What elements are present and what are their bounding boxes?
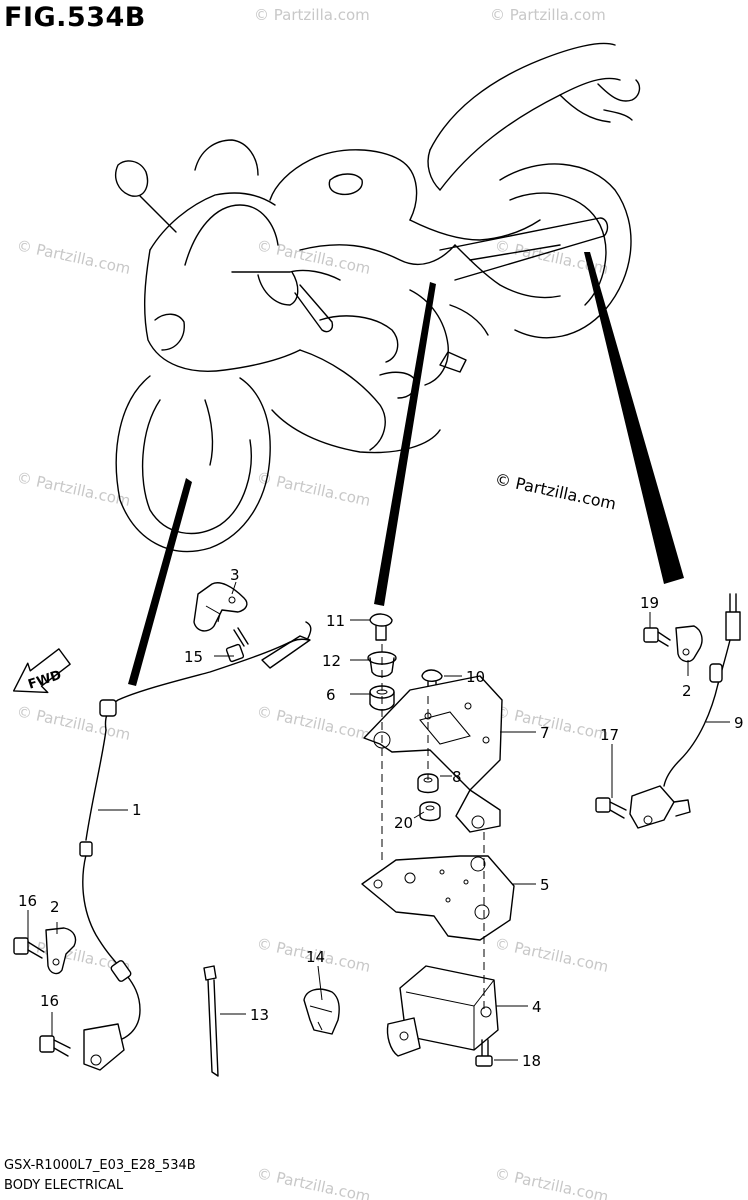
figure-title: FIG.534B <box>4 2 146 33</box>
callout-label: 12 <box>322 652 341 670</box>
callout-label: 15 <box>184 648 203 666</box>
part-11-screw <box>369 613 393 641</box>
part-3-clamp <box>193 582 248 632</box>
part-17-bolt <box>595 797 627 819</box>
callout-label: 13 <box>250 1006 269 1024</box>
callout-label: 5 <box>540 876 550 894</box>
part-15-bolt <box>225 627 249 663</box>
callout-label: 8 <box>452 768 462 786</box>
watermark-text: © Partzilla.com <box>493 1164 610 1200</box>
callout-label: 3 <box>230 566 240 584</box>
part-2-clamp-left <box>45 927 77 975</box>
part-16-bolt-lower <box>39 1035 71 1057</box>
motorcycle-outline <box>114 42 641 553</box>
callout-label: 14 <box>306 948 325 966</box>
part-13-cable-tie <box>203 965 219 1077</box>
model-code: GSX-R1000L7_E03_E28_534B <box>4 1158 196 1173</box>
watermark-text: © Partzilla.com <box>15 468 132 510</box>
part-7-bracket <box>363 675 503 833</box>
part-14-clip <box>303 988 340 1035</box>
watermark-text: © Partzilla.com <box>493 934 610 976</box>
callout-label: 2 <box>50 898 60 916</box>
part-9-rear-speed-sensor <box>629 593 741 829</box>
watermark-main: © Partzilla.com <box>493 469 618 513</box>
callout-label: 20 <box>394 814 413 832</box>
part-5-plate <box>361 855 515 941</box>
watermark-text: © Partzilla.com <box>255 1164 372 1200</box>
callout-label: 11 <box>326 612 345 630</box>
callout-label: 1 <box>132 801 142 819</box>
watermark-text: © Partzilla.com <box>490 6 606 24</box>
watermark-text: © Partzilla.com <box>15 236 132 278</box>
leader-wedges <box>128 252 684 686</box>
watermark-text: © Partzilla.com <box>255 468 372 510</box>
part-18-bolt <box>475 1039 493 1067</box>
callout-label: 4 <box>532 998 542 1016</box>
part-2-clamp-right <box>675 625 703 663</box>
part-callouts: 1 2 2 3 4 5 6 7 8 9 10 11 12 13 14 15 16… <box>18 566 744 1070</box>
part-4-module <box>386 965 499 1057</box>
part-8-nut <box>417 773 439 794</box>
watermark-text: © Partzilla.com <box>254 6 370 24</box>
callout-label: 19 <box>640 594 659 612</box>
callout-label: 17 <box>600 726 619 744</box>
part-19-bolt <box>643 627 671 647</box>
callout-label: 16 <box>40 992 59 1010</box>
fwd-arrow: FWD <box>12 648 71 694</box>
callout-label: 6 <box>326 686 336 704</box>
callout-label: 18 <box>522 1052 541 1070</box>
part-16-bolt-upper <box>13 937 45 959</box>
callout-label: 9 <box>734 714 744 732</box>
watermark-text: © Partzilla.com <box>255 702 372 744</box>
watermark-text: © Partzilla.com <box>493 702 610 744</box>
callout-label: 7 <box>540 724 550 742</box>
callout-leaders <box>27 581 730 1061</box>
callout-label: 2 <box>682 682 692 700</box>
callout-label: 16 <box>18 892 37 910</box>
part-20-nut <box>419 801 441 822</box>
part-1-front-speed-sensor <box>79 621 312 1071</box>
callout-label: 10 <box>466 668 485 686</box>
section-title: BODY ELECTRICAL <box>4 1178 124 1193</box>
assembly-lines <box>381 644 485 1010</box>
